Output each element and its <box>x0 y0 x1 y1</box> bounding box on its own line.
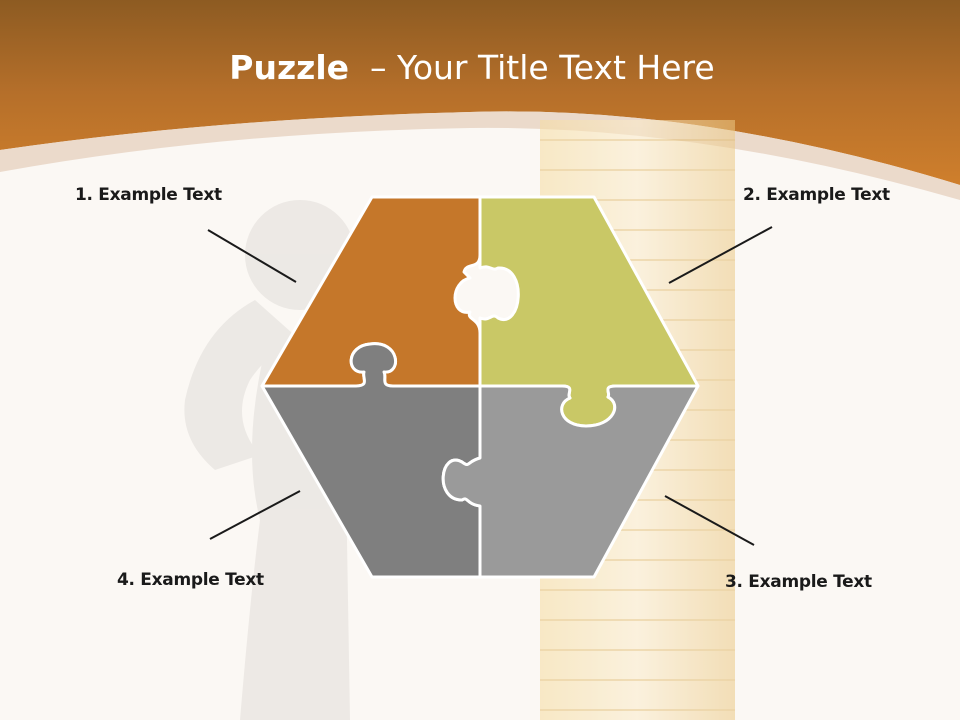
label-2: 2. Example Text <box>743 185 890 205</box>
label-1: 1. Example Text <box>75 185 222 205</box>
slide-title: Puzzle – Your Title Text Here <box>0 48 944 87</box>
connector-lines <box>207 226 773 546</box>
connector-line-4 <box>209 490 301 540</box>
connector-line-2 <box>668 226 773 284</box>
label-4: 4. Example Text <box>117 570 264 590</box>
title-bold: Puzzle <box>229 48 350 87</box>
header-band <box>0 0 960 185</box>
puzzle-graphic <box>260 195 700 579</box>
connector-line-3 <box>664 495 755 546</box>
connector-line-1 <box>207 229 297 283</box>
title-rest: – Your Title Text Here <box>349 48 715 87</box>
label-3: 3. Example Text <box>725 572 872 592</box>
puzzle-piece-bottom-right <box>441 384 700 579</box>
